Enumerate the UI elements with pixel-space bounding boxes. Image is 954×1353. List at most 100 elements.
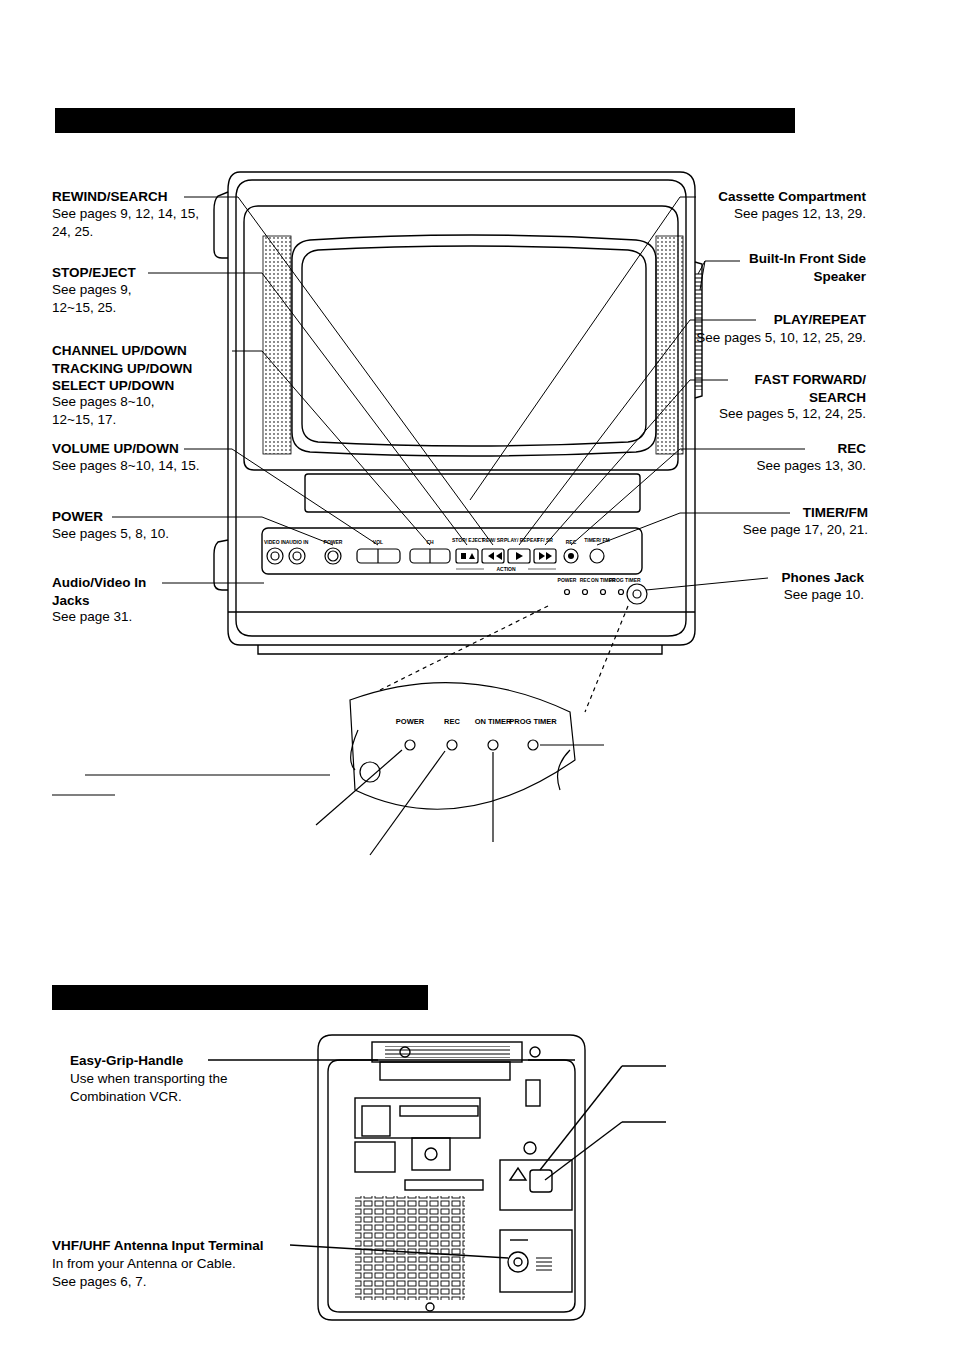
- callout-label: REWIND/SEARCH: [52, 188, 232, 206]
- drawing-stroke: [528, 569, 556, 570]
- drawing-stroke: [516, 552, 523, 560]
- drawing-stroke: [508, 549, 530, 563]
- panel-marking: PROG TIMER: [609, 578, 633, 583]
- panel-marking: VIDEO IN: [260, 540, 290, 545]
- drawing-stroke: [214, 172, 702, 654]
- drawing-stroke: [500, 1230, 572, 1292]
- drawing-stroke: [162, 583, 264, 584]
- callout-label: Audio/Video In Jacks: [52, 574, 162, 609]
- drawing-stroke: [184, 197, 493, 545]
- drawing-stroke: [372, 1042, 522, 1062]
- drawing-stroke: [508, 1252, 528, 1272]
- callout-label: Use when transporting the Combination VC…: [70, 1070, 260, 1105]
- drawing-stroke: [528, 1059, 575, 1060]
- drawing-stroke: [214, 192, 228, 258]
- callout-label: Easy-Grip-Handle: [70, 1052, 270, 1070]
- drawing-stroke: [112, 197, 805, 590]
- drawing-stroke: [524, 1142, 536, 1154]
- callout-label: STOP/EJECT: [52, 264, 202, 282]
- callout-label: See pages 12, 13, 29.: [666, 205, 866, 223]
- drawing-stroke: [447, 740, 457, 750]
- drawing-stroke: [519, 320, 756, 545]
- drawing-stroke: [355, 1196, 465, 1300]
- drawing-stroke: [357, 549, 400, 563]
- drawing-stroke: [622, 1121, 666, 1122]
- drawing-stroke: [456, 549, 478, 563]
- drawing-stroke: [328, 1060, 575, 1312]
- callout-label: In from your Antenna or Cable.: [52, 1255, 292, 1273]
- callout-label: See page 10.: [754, 586, 864, 604]
- drawing-stroke: [540, 744, 604, 745]
- drawing-stroke: [208, 1035, 666, 1320]
- drawing-stroke: [627, 584, 647, 604]
- drawing-stroke: [461, 553, 466, 559]
- panel-marking: TIMER/ FM: [582, 538, 612, 543]
- indicator-label: PROG TIMER: [503, 717, 563, 727]
- drawing-stroke: [426, 1303, 434, 1311]
- drawing-stroke: [148, 273, 467, 545]
- callout-label: See pages 13, 30.: [716, 457, 866, 475]
- drawing-stroke: [565, 590, 570, 595]
- callout-label: FAST FORWARD/ SEARCH: [716, 371, 866, 406]
- drawing-stroke: [492, 752, 493, 842]
- drawing-stroke: [510, 1168, 526, 1180]
- panel-marking: AUDIO IN: [282, 540, 312, 545]
- callout-label: POWER: [52, 508, 152, 526]
- drawing-stroke: [530, 1047, 540, 1057]
- drawing-stroke: [316, 750, 402, 825]
- drawing-stroke: [289, 548, 305, 564]
- indicator-label: REC: [432, 717, 472, 727]
- callout-label: See pages 5, 10, 12, 25, 29.: [666, 329, 866, 347]
- drawing-stroke: [545, 1122, 622, 1180]
- panel-marking: STOP/ EJECT: [452, 538, 482, 543]
- drawing-stroke: [325, 548, 341, 564]
- drawing-stroke: [318, 1035, 585, 1320]
- panel-marking: PLAY/ REPEAT: [504, 538, 534, 543]
- drawing-stroke: [267, 548, 647, 604]
- callout-label: See pages 9, 12, 14, 15, 24, 25.: [52, 205, 202, 240]
- drawing-stroke: [208, 1059, 378, 1060]
- drawing-stroke: [546, 552, 552, 560]
- drawing-stroke: [362, 1106, 390, 1136]
- drawing-stroke: [410, 549, 450, 563]
- drawing-stroke: [470, 197, 696, 500]
- drawing-stroke: [385, 1046, 510, 1058]
- drawing-stroke: [55, 108, 795, 133]
- drawing-stroke: [510, 1239, 528, 1240]
- drawing-stroke: [262, 528, 642, 574]
- callout-label: PLAY/REPEAT: [696, 311, 866, 329]
- callout-label: See pages 8~10, 12~15, 17.: [52, 393, 180, 428]
- drawing-stroke: [534, 549, 556, 563]
- panel-marking: REW/ SR: [478, 538, 508, 543]
- drawing-stroke: [528, 740, 538, 750]
- callout-label: REC: [806, 440, 866, 458]
- panel-marking: POWER: [555, 578, 579, 583]
- callout-label: Phones Jack: [764, 569, 864, 587]
- drawing-stroke: [228, 172, 695, 645]
- drawing-stroke: [52, 985, 428, 1010]
- callout-label: See pages 9, 12~15, 25.: [52, 281, 172, 316]
- callout-label: VHF/UHF Antenna Input Terminal: [52, 1237, 312, 1255]
- drawing-stroke: [302, 246, 646, 446]
- drawing-stroke: [558, 750, 570, 790]
- drawing-stroke: [380, 1062, 510, 1080]
- panel-marking: VOL: [363, 540, 393, 545]
- drawing-stroke: [228, 611, 695, 612]
- drawing-stroke: [482, 549, 504, 563]
- drawing-stroke: [568, 553, 574, 559]
- drawing-stroke: [496, 552, 502, 560]
- callout-label: Built-In Front Side Speaker: [746, 250, 866, 285]
- drawing-stroke: [425, 1148, 437, 1160]
- drawing-stroke: [328, 551, 338, 561]
- drawing-stroke: [355, 1098, 480, 1138]
- callout-label: TIMER/FM: [788, 504, 868, 522]
- drawing-stroke: [583, 590, 588, 595]
- drawing-stroke: [601, 590, 606, 595]
- callout-label: Cassette Compartment: [666, 188, 866, 206]
- drawing-stroke: [488, 740, 498, 750]
- callout-label: See pages 6, 7.: [52, 1273, 292, 1291]
- drawing-stroke: [456, 569, 484, 570]
- drawing-stroke: [355, 1142, 395, 1172]
- panel-marking: REC: [556, 540, 586, 545]
- callout-label: See pages 5, 8, 10.: [52, 525, 232, 543]
